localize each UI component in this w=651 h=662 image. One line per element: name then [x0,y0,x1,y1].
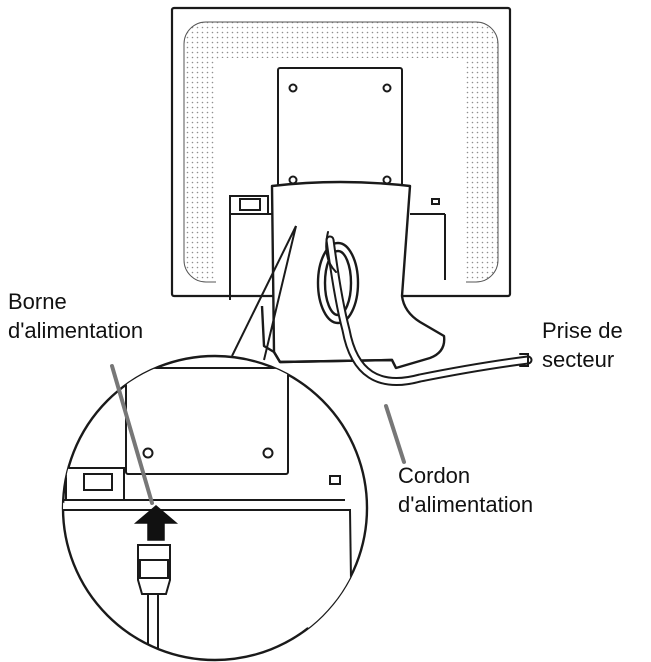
power-terminal-label: Borne d'alimentation [8,287,143,345]
zoom-callout-lines [231,225,297,361]
vesa-mount-plate [277,67,403,193]
rear-connector-panel [229,195,446,300]
power-terminal-label-line1: Borne [8,289,67,314]
power-outlet-label-line2: secteur [542,347,615,372]
magnified-detail [61,354,369,662]
power-terminal-label-line2: d'alimentation [8,318,144,343]
power-cord-label-line2: d'alimentation [398,492,534,517]
power-cord-label-line1: Cordon [398,463,471,488]
power-outlet-label-line1: Prise de [542,318,623,343]
leader-lines [110,364,406,505]
power-cord [325,231,533,386]
power-cord-label: Cordon d'alimentation [398,461,533,519]
power-outlet-label: Prise de secteur [542,316,623,374]
up-arrow-icon [133,505,179,541]
